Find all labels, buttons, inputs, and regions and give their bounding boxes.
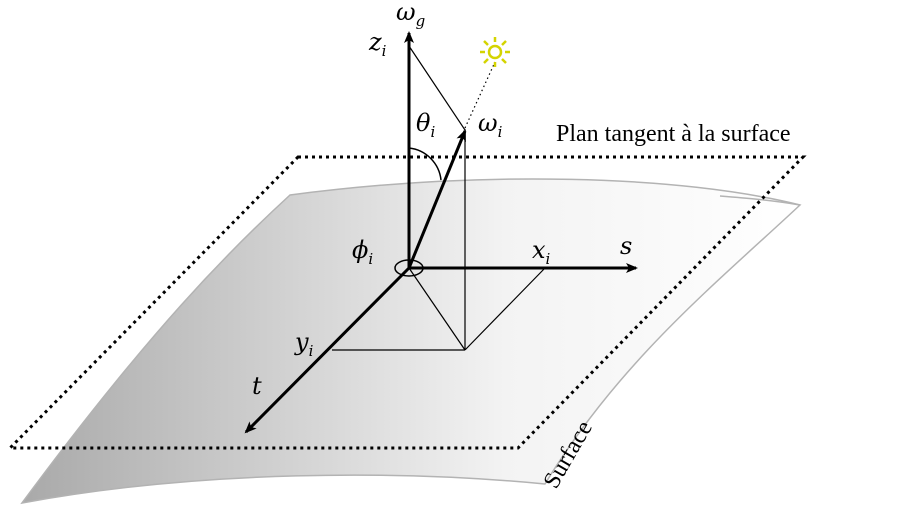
y-axis [244, 266, 411, 434]
surface [20, 178, 802, 505]
label-omega-i: ωi [478, 109, 503, 141]
label-theta-i: θi [416, 109, 435, 141]
sun-ray [464, 61, 496, 129]
label-omega-g: ωg [396, 0, 425, 30]
label-t: t [252, 372, 262, 400]
label-phi-i: ϕi [352, 236, 373, 268]
label-z-i: zi [368, 28, 387, 60]
label-x-i: xi [532, 236, 551, 268]
surface-back-edge [719, 195, 801, 206]
label-y-i: yi [294, 328, 314, 360]
tangent-plane-label: Plan tangent à la surface [556, 121, 791, 147]
sun-icon [480, 37, 510, 67]
construction-lines [332, 45, 546, 351]
label-s: s [620, 232, 632, 260]
theta-arc [408, 147, 442, 181]
incident-direction-arrow [407, 129, 467, 269]
tangent-plane [6, 155, 807, 450]
